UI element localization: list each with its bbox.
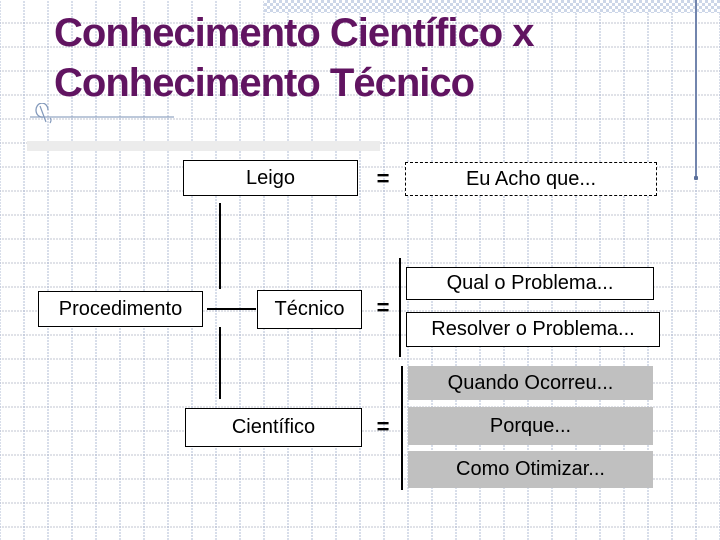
- eu-acho-box: Eu Acho que...: [405, 162, 657, 196]
- slide-title-line1: Conhecimento Científico x: [54, 11, 535, 55]
- procedimento-label: Procedimento: [58, 297, 183, 320]
- como-otimizar-bar: Como Otimizar...: [408, 451, 653, 488]
- connector-vertical-top: [219, 203, 221, 289]
- resolver-problema-label: Resolver o Problema...: [431, 318, 635, 340]
- row2-separator-line: [399, 258, 401, 357]
- tecnico-label: Técnico: [274, 298, 345, 320]
- connector-horizontal: [207, 308, 256, 310]
- quando-ocorreu-bar: Quando Ocorreu...: [408, 366, 653, 400]
- title-divider-bar: [27, 141, 380, 151]
- title-underline-ornament: [30, 103, 174, 124]
- slide-title-line2: Conhecimento Técnico: [54, 61, 475, 105]
- qual-problema-label: Qual o Problema...: [446, 272, 614, 294]
- como-otimizar-label: Como Otimizar...: [456, 458, 605, 480]
- checker-band-decoration: [264, 0, 720, 13]
- qual-problema-box: Qual o Problema...: [406, 267, 654, 300]
- eu-acho-label: Eu Acho que...: [465, 167, 597, 190]
- porque-bar: Porque...: [408, 407, 653, 445]
- tecnico-box: Técnico: [257, 290, 362, 329]
- cientifico-label: Científico: [231, 416, 316, 438]
- equals-sign-3: =: [376, 414, 390, 439]
- slide-title: Conhecimento Científico x Conhecimento T…: [54, 8, 694, 108]
- right-accent-line: [695, 0, 697, 176]
- quando-ocorreu-label: Quando Ocorreu...: [447, 371, 614, 394]
- row3-separator-line: [401, 366, 403, 490]
- equals-sign-1: =: [376, 166, 390, 191]
- right-accent-line-tip: [694, 176, 698, 180]
- procedimento-box: Procedimento: [38, 291, 203, 327]
- resolver-problema-box: Resolver o Problema...: [406, 312, 660, 347]
- leigo-box: Leigo: [183, 160, 358, 196]
- equals-sign-2: =: [376, 295, 390, 320]
- connector-vertical-bottom: [219, 327, 221, 399]
- leigo-label: Leigo: [246, 166, 295, 189]
- cientifico-box: Científico: [185, 408, 362, 447]
- porque-label: Porque...: [489, 414, 572, 437]
